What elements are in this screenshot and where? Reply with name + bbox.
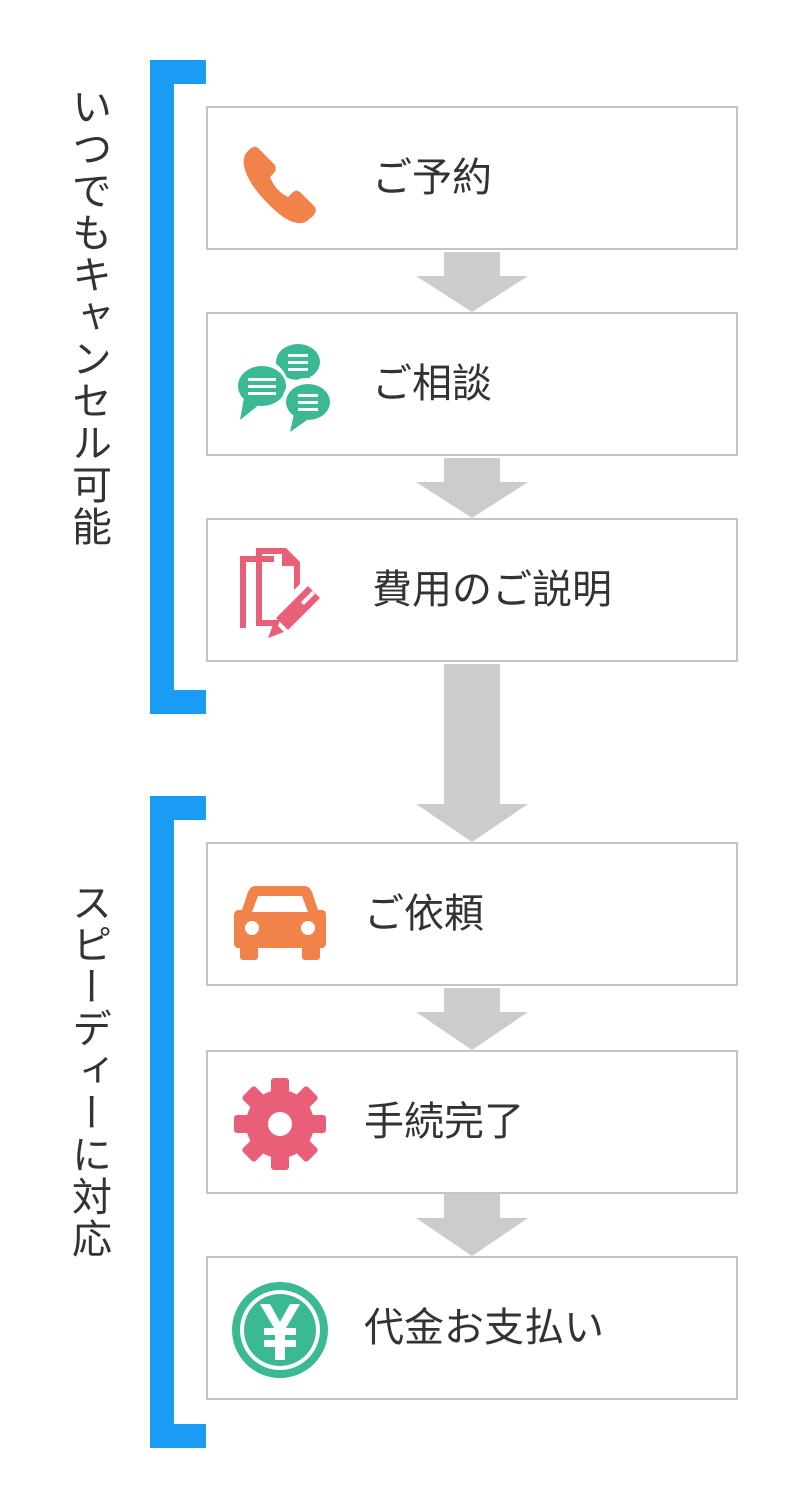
- step-request: ご依頼: [206, 842, 738, 986]
- bracket-cancel-anytime: [150, 60, 206, 714]
- yen-icon: [230, 1280, 330, 1380]
- step-label: 費用のご説明: [372, 567, 612, 613]
- phone-icon: [230, 130, 330, 230]
- flow-arrow: [416, 252, 528, 312]
- bracket-speedy-response: [150, 796, 206, 1448]
- gear-icon: [230, 1074, 330, 1174]
- group-label-cancel-anytime: いつでもキャンセル可能: [65, 86, 111, 548]
- flow-arrow: [416, 1194, 528, 1256]
- document-edit-icon: [230, 542, 330, 642]
- flow-arrow: [416, 458, 528, 518]
- step-label: ご予約: [372, 155, 492, 201]
- car-icon: [230, 866, 330, 966]
- flow-arrow: [416, 988, 528, 1050]
- step-label: ご相談: [372, 361, 492, 407]
- group-label-speedy-response: スピーディーに対応: [65, 882, 111, 1260]
- chat-bubbles-icon: [230, 336, 330, 436]
- step-label: 手続完了: [364, 1099, 524, 1145]
- flow-arrow: [416, 664, 528, 842]
- step-cost-explanation: 費用のご説明: [206, 518, 738, 662]
- step-label: ご依頼: [364, 891, 484, 937]
- step-procedure-complete: 手続完了: [206, 1050, 738, 1194]
- step-consultation: ご相談: [206, 312, 738, 456]
- step-label: 代金お支払い: [364, 1305, 604, 1351]
- step-reservation: ご予約: [206, 106, 738, 250]
- step-payment: 代金お支払い: [206, 1256, 738, 1400]
